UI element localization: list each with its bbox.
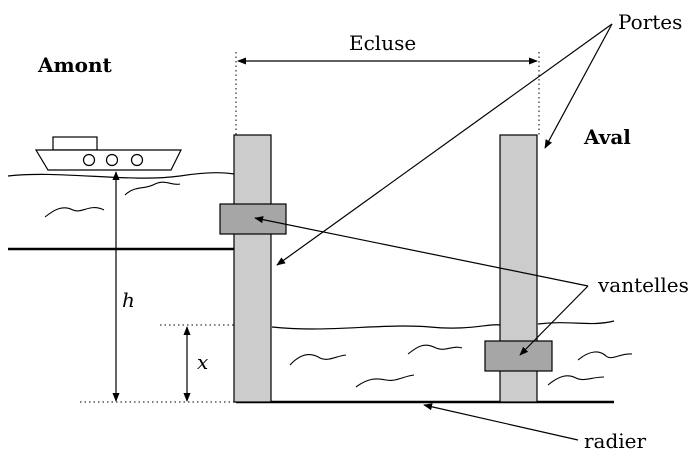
gates-label: Portes	[618, 10, 682, 34]
depth-label: x	[197, 350, 208, 374]
floor-label: radier	[584, 429, 647, 453]
height-label: h	[122, 288, 135, 312]
wave-marks	[44, 181, 633, 388]
lock-water-surface	[271, 324, 501, 330]
dotted-guides	[80, 52, 540, 403]
upstream-water-surface	[7, 172, 235, 179]
lock-label: Ecluse	[349, 31, 416, 55]
downstream-label: Aval	[583, 125, 631, 149]
sluices-label: vantelles	[597, 273, 689, 297]
upstream-label: Amont	[37, 53, 113, 77]
pointer-arrows	[254, 23, 613, 441]
downstream-water-surface	[537, 320, 615, 325]
boat	[34, 136, 182, 171]
upstream-sluice	[219, 203, 287, 235]
upstream-gate	[233, 134, 272, 403]
downstream-sluice	[484, 340, 553, 372]
